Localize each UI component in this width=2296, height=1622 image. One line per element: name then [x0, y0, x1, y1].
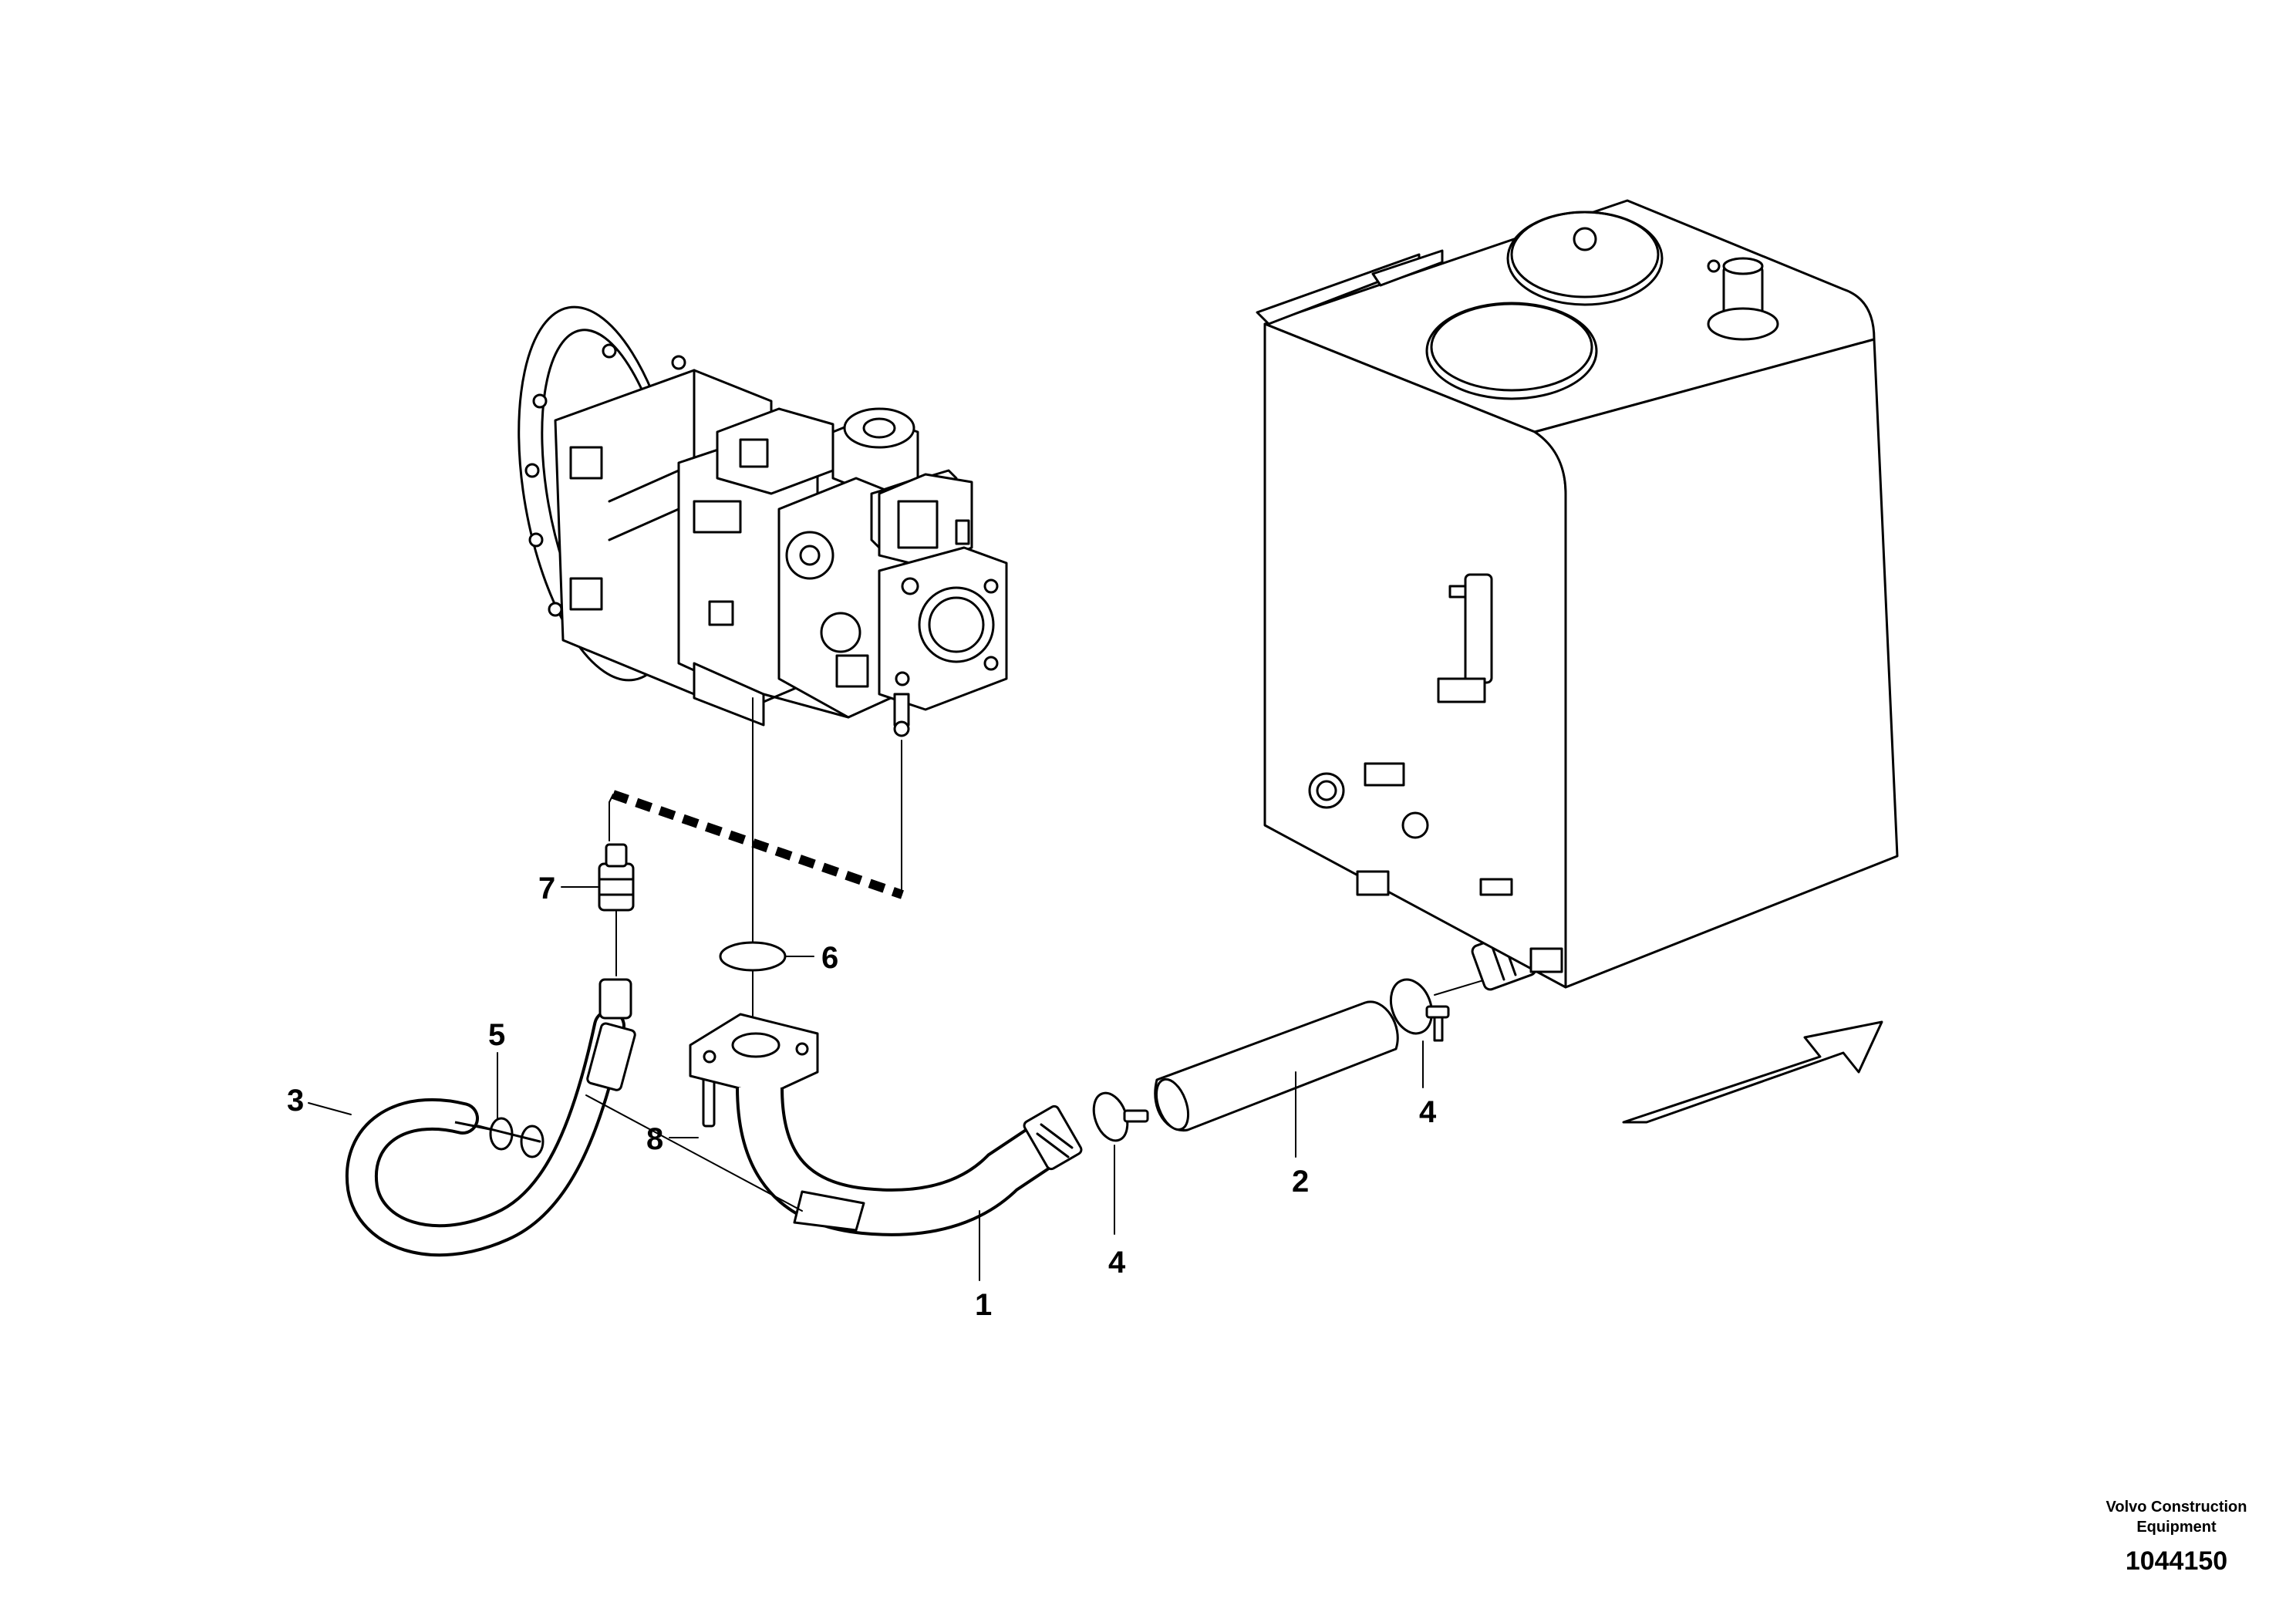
- connector-line-left: [609, 794, 614, 841]
- callout-4-right: 4: [1419, 1095, 1437, 1129]
- dashed-connection-line: [612, 790, 904, 899]
- hose-bracket-leader: [585, 1094, 803, 1212]
- hose-clamp-4-left: [1092, 1091, 1149, 1142]
- suction-pipe-1: [689, 1013, 1083, 1236]
- direction-arrow-icon: [1622, 1020, 1883, 1124]
- callout-2: 2: [1292, 1165, 1309, 1199]
- clamp-5: [477, 1117, 544, 1158]
- callout-8: 8: [646, 1122, 663, 1156]
- callout-4-left: 4: [1108, 1246, 1126, 1280]
- o-ring-6: [719, 941, 787, 972]
- hose-clamp-4-right: [1389, 978, 1450, 1042]
- drawing-number: 1044150: [2126, 1546, 2227, 1576]
- hydraulic-tank-icon: [1256, 199, 1899, 989]
- callout-1: 1: [975, 1288, 992, 1322]
- callout-3: 3: [287, 1084, 304, 1118]
- stamp-line-2: Equipment: [2136, 1519, 2217, 1536]
- leader-3: [308, 1102, 352, 1115]
- callout-5: 5: [488, 1018, 505, 1052]
- fitting-7: [598, 843, 635, 976]
- hose-3: [345, 978, 636, 1257]
- hydraulic-pump-icon: [518, 305, 1008, 737]
- callout-7: 7: [538, 872, 555, 905]
- stamp-line-1: Volvo Construction: [2106, 1499, 2247, 1516]
- callout-6: 6: [821, 941, 838, 975]
- hose-2: [1154, 1000, 1399, 1132]
